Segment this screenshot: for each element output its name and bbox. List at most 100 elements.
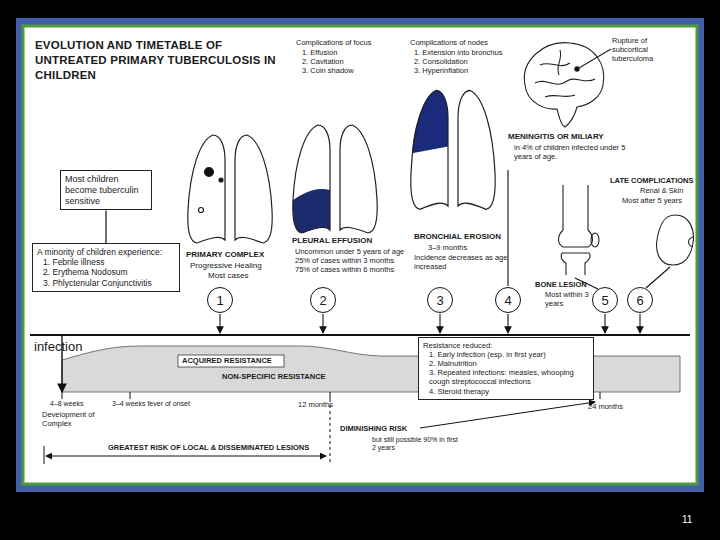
knee-drawing [558,185,599,275]
annotation-label: Progressive Healing [190,261,262,271]
stage-number-circle: 5 [592,287,618,313]
femur-outline [558,185,592,247]
connector-line [105,210,106,243]
list-item: 3. Repeated infections: measles, whoopin… [423,368,589,386]
annotation-label: 3–4 weeks fever of onset [112,400,190,408]
box-heading: A minority of children experience: [37,247,175,257]
annotation-label: 2. Consolidation [414,57,468,66]
annotation-label: Renal & Skin [640,186,683,195]
annotation-label: but still possible 90% in first 2 years [372,436,462,453]
patella-outline [591,233,599,247]
lymph-node [219,178,223,182]
lung-drawing [188,135,272,243]
list-item: 2. Malnutrition [423,359,589,368]
annotation-label: LATE COMPLICATIONS [610,176,693,185]
kidney-outline [657,215,694,265]
diminishing-risk-arrow [420,402,595,428]
kidney-drawing [657,215,694,265]
lung-drawing [411,91,495,210]
tibia-outline [561,253,590,275]
annotation-label: 1. Effusion [302,48,337,57]
stage-number-circle: 1 [207,287,233,313]
stage-arrow [507,314,508,333]
stage-arrow [219,314,220,333]
lung-outline [235,135,272,243]
effusion-shading [293,189,330,233]
annotation-label: PLEURAL EFFUSION [292,236,372,246]
tuberculoma [575,67,579,71]
annotation-label: MENINGITIS OR MILIARY [508,132,604,142]
tick [44,446,45,464]
annotation-label: 11 [682,514,692,526]
box-text: 2 [319,293,326,308]
slide-panel [23,26,697,484]
annotation-label: Development of Complex [42,410,104,428]
stage-number-circle: 6 [627,287,653,313]
leader-line [646,267,670,288]
stage-arrows [220,170,670,333]
annotation-label: Uncommon under 5 years of age [295,247,404,256]
annotation-label: 2. Cavitation [302,57,344,66]
box-heading: Resistance reduced: [423,341,589,350]
slide-frame [16,18,704,492]
text-box: Most children become tuberculin sensitiv… [60,170,152,210]
risk-span-arrow [46,456,326,457]
lung-outline [188,135,225,243]
band-label-box [178,355,284,367]
lung-outline [293,125,330,233]
list-item: 2. Erythema Nodosum [37,267,175,277]
stage-number-circle: 4 [495,287,521,313]
diagram-title: EVOLUTION AND TIMETABLE OF UNTREATED PRI… [35,38,280,83]
stage-arrow [322,314,323,333]
lung-drawing [293,125,377,233]
tick [600,392,601,399]
consolidation-shading [412,91,448,154]
annotation-label: 25% of cases within 3 months [295,256,394,265]
annotation-label: 75% of cases within 6 months [295,265,394,274]
annotation-label: 1. Extension into bronchus [414,48,502,57]
list-item: 4. Steroid therapy [423,387,589,396]
annotation-label: 12 months [298,400,333,409]
leader-line [507,170,508,286]
tick [330,392,331,399]
annotation-label: Complications of focus [296,38,371,47]
annotation-label: GREATEST RISK OF LOCAL & DISSEMINATED LE… [108,443,309,452]
primary-focus [205,168,214,177]
annotation-label: NON-SPECIFIC RESISTANCE [222,372,326,381]
list-item: 1. Febrile illness [37,257,175,267]
box-text: 6 [636,293,643,308]
box-text: 1 [216,293,223,308]
leader-line [579,49,611,68]
lymph-node [199,208,204,213]
annotation-label: 3–9 months [428,243,467,252]
annotation-label: 4–8 weeks [50,400,83,408]
box-text: 5 [601,293,608,308]
brain-drawing [524,43,611,127]
list-item: 3. Phlyctenular Conjunctivitis [37,278,175,288]
kidney-hilum [689,237,694,247]
annotation-label: 3. Coin shadow [302,66,354,75]
lung-outline [340,125,377,233]
box-text: Most children become tuberculin sensitiv… [65,174,147,206]
annotation-label: DIMINISHING RISK [340,424,407,433]
annotation-label: Incidence decreases as age increased [414,253,514,271]
annotation-label: Most after 5 years [622,196,682,205]
stage-number-circle: 3 [427,287,453,313]
tick [130,392,131,399]
stage-number-circle: 2 [310,287,336,313]
brain-sulci [535,50,595,97]
annotation-label: BONE LESION [535,280,587,289]
annotation-label: 24 months [588,402,623,411]
stage-arrow [639,314,640,333]
list-item: 1. Early infection (esp. in first year) [423,350,589,359]
text-box: Resistance reduced:1. Early infection (e… [418,337,594,400]
annotation-label: BRONCHIAL EROSION [414,232,501,242]
stage-arrow [604,314,605,333]
annotation-label: 3. Hyperinflation [414,66,468,75]
annotation-label: Most within 3 years [545,290,600,308]
text-box: A minority of children experience:1. Feb… [32,243,180,292]
box-text: 4 [504,293,511,308]
annotation-label: PRIMARY COMPLEX [186,250,264,260]
lung-outline [411,91,448,210]
annotation-label: Rupture of subcortical tuberculoma [612,36,682,63]
